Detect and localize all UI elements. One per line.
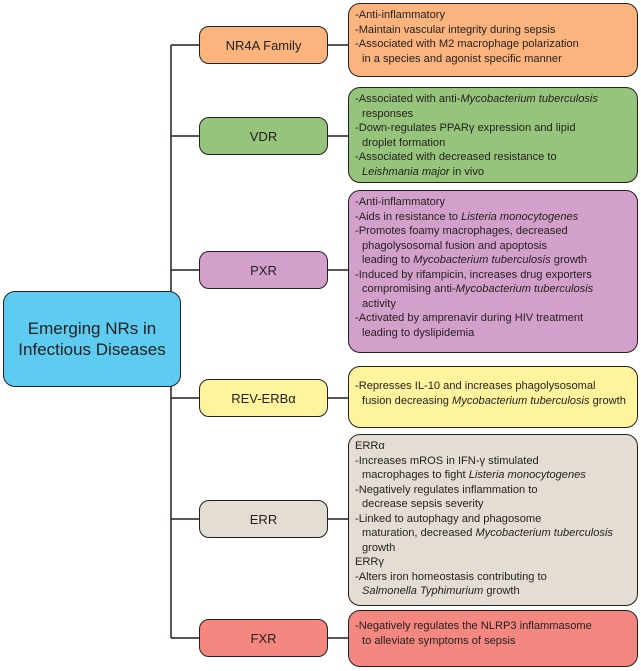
category-label: NR4A Family [225, 37, 302, 53]
details-fxr: -Negatively regulates the NLRP3 inflamma… [348, 610, 638, 667]
detail-line: activity [362, 297, 396, 310]
detail-line: growth [362, 541, 396, 554]
category-err: ERR [199, 500, 328, 538]
detail-line: -Negatively regulates the NLRP3 inflamma… [355, 620, 592, 632]
detail-line: leading to Mycobacterium tuberculosis gr… [362, 254, 588, 266]
details-err: ERRα -Increases mROS in IFN-γ stimulated… [348, 434, 638, 606]
detail-subheading: ERRα [355, 440, 385, 452]
detail-line: -Associated with decreased resistance to [355, 151, 557, 163]
category-label: ERR [249, 511, 278, 527]
detail-line: maturation, decreased Mycobacterium tube… [362, 527, 613, 539]
detail-line: compromising anti-Mycobacterium tubercul… [362, 283, 594, 295]
detail-line: -Down-regulates PPARγ expression and lip… [355, 122, 576, 134]
detail-line: -Linked to autophagy and phagosome [355, 512, 542, 525]
detail-line: phagolysosomal fusion and apoptosis [362, 239, 548, 252]
category-pxr: PXR [199, 251, 328, 289]
detail-line: -Aids in resistance to Listeria monocyto… [355, 210, 579, 223]
detail-line: Salmonella Typhimurium growth [362, 585, 520, 597]
details-nr4a-family: -Anti-inflammatory -Maintain vascular in… [348, 3, 638, 77]
detail-line: decrease sepsis severity [362, 498, 484, 510]
category-rev-erb-alpha: REV-ERBα [199, 379, 328, 417]
details-pxr: -Anti-inflammatory -Aids in resistance t… [348, 190, 638, 353]
detail-line: responses [362, 107, 414, 120]
root-title-line-2: Infectious Diseases [18, 340, 166, 359]
detail-line: -Negatively regulates inflammation to [355, 483, 538, 496]
category-label: FXR [250, 630, 277, 646]
detail-line: -Associated with anti-Mycobacterium tube… [355, 93, 598, 105]
category-fxr: FXR [199, 619, 328, 657]
details-vdr: -Associated with anti-Mycobacterium tube… [348, 87, 638, 183]
detail-line: macrophages to fight Listeria monocytoge… [362, 469, 586, 481]
category-label: REV-ERBα [231, 390, 296, 406]
detail-line: -Induced by rifampicin, increases drug e… [355, 268, 592, 281]
category-label: VDR [249, 128, 278, 144]
category-nr4a-family: NR4A Family [199, 26, 328, 64]
detail-line: -Alters iron homeostasis contributing to [355, 570, 547, 583]
detail-subheading: ERRγ [355, 556, 384, 568]
detail-line: -Associated with M2 macrophage polarizat… [355, 38, 579, 50]
category-vdr: VDR [199, 117, 328, 155]
category-label: PXR [250, 262, 277, 278]
detail-line: -Activated by amprenavir during HIV trea… [355, 312, 584, 324]
detail-line: -Promotes foamy macrophages, decreased [355, 225, 568, 237]
root-node: Emerging NRs in Infectious Diseases [3, 291, 181, 387]
detail-line: fusion decreasing Mycobacterium tubercul… [362, 394, 626, 407]
detail-line: -Anti-inflammatory [355, 9, 446, 21]
detail-line: -Increases mROS in IFN-γ stimulated [355, 454, 539, 467]
detail-line: Leishmania major in vivo [362, 165, 485, 178]
detail-line: droplet formation [362, 136, 446, 149]
detail-line: in a species and agonist specific manner [362, 52, 562, 65]
details-rev-erb-alpha: -Represses IL-10 and increases phagolyso… [348, 366, 638, 428]
detail-line: -Maintain vascular integrity during seps… [355, 23, 556, 36]
detail-line: to alleviate symptoms of sepsis [362, 634, 516, 647]
detail-line: -Represses IL-10 and increases phagolyso… [355, 380, 596, 392]
detail-line: -Anti-inflammatory [355, 196, 446, 208]
detail-line: leading to dyslipidemia [362, 326, 475, 339]
root-title-line-1: Emerging NRs in [27, 318, 157, 338]
